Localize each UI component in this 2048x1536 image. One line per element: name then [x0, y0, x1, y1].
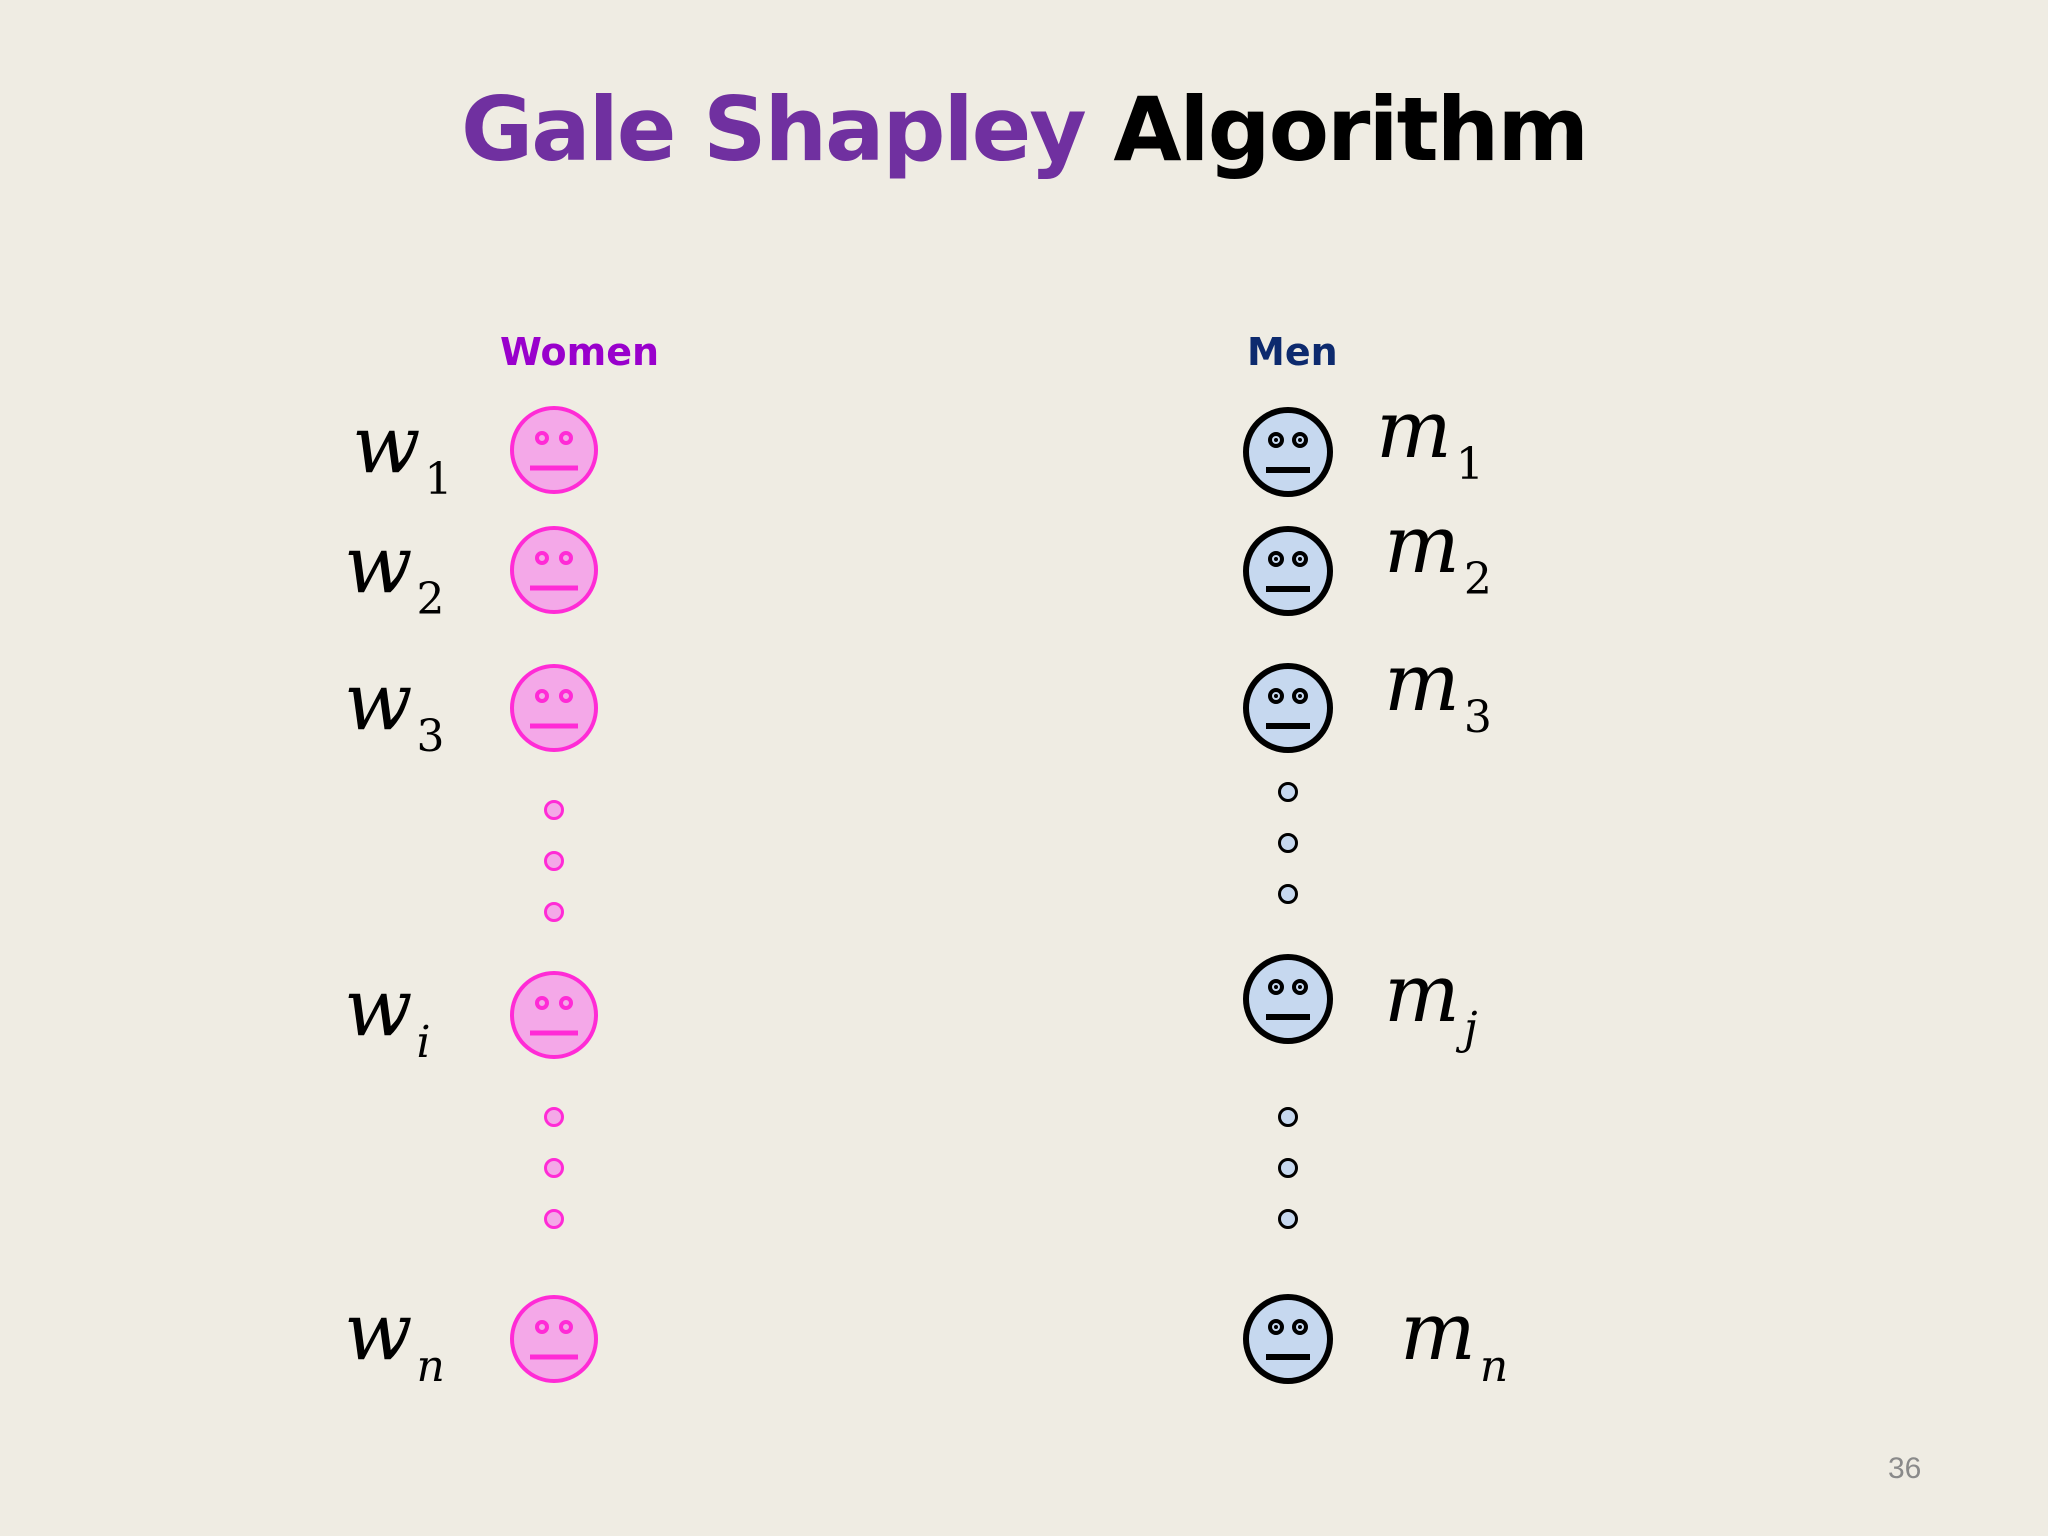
woman-label-1: w1: [352, 398, 453, 505]
woman-face-icon: [508, 404, 600, 496]
man-face-icon: [1242, 662, 1334, 754]
man-face-icon: [1242, 406, 1334, 498]
woman-label-2: w2: [344, 518, 445, 625]
men-column-header: Men: [1247, 330, 1338, 374]
ellipsis-dot: [1278, 833, 1298, 853]
man-label-j: mj: [1384, 947, 1478, 1054]
ellipsis-dot: [544, 800, 564, 820]
ellipsis-dot: [544, 851, 564, 871]
ellipsis-dot: [1278, 1209, 1298, 1229]
woman-label-n: wn: [344, 1285, 445, 1392]
ellipsis-dot: [1278, 1107, 1298, 1127]
ellipsis-dot: [544, 902, 564, 922]
woman-face-icon: [508, 662, 600, 754]
ellipsis-dot: [544, 1158, 564, 1178]
man-label-n: mn: [1400, 1285, 1509, 1392]
page-number: 36: [1888, 1452, 1922, 1485]
woman-face-icon: [508, 524, 600, 616]
man-label-3: m3: [1384, 636, 1492, 743]
title-highlight: Gale Shapley: [460, 78, 1087, 181]
woman-label-3: w3: [344, 655, 445, 762]
woman-label-i: wi: [344, 961, 431, 1068]
ellipsis-dot: [1278, 884, 1298, 904]
woman-face-icon: [508, 969, 600, 1061]
ellipsis-dot: [544, 1107, 564, 1127]
man-face-icon: [1242, 525, 1334, 617]
man-face-icon: [1242, 953, 1334, 1045]
title-rest: Algorithm: [1113, 78, 1589, 181]
woman-face-icon: [508, 1293, 600, 1385]
slide-title: Gale Shapley Algorithm: [0, 78, 2048, 181]
ellipsis-dot: [1278, 1158, 1298, 1178]
man-face-icon: [1242, 1293, 1334, 1385]
man-label-1: m1: [1376, 383, 1484, 490]
women-column-header: Women: [500, 330, 660, 374]
ellipsis-dot: [1278, 782, 1298, 802]
ellipsis-dot: [544, 1209, 564, 1229]
man-label-2: m2: [1384, 498, 1492, 605]
